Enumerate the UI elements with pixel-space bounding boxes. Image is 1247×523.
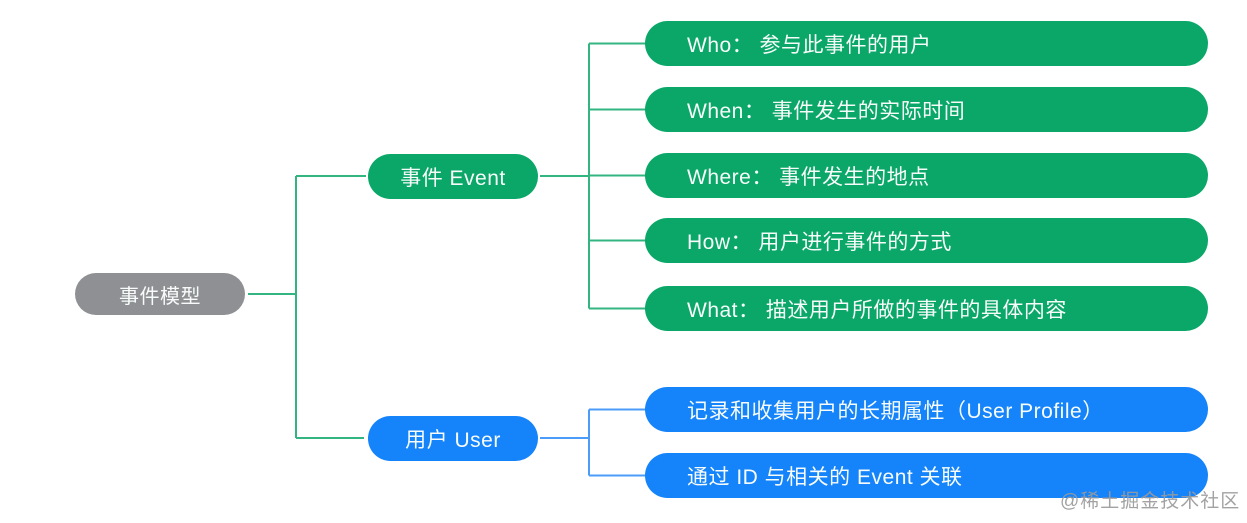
blue-connectors — [540, 408, 646, 477]
root-node-event-model[interactable]: 事件模型 — [75, 273, 245, 315]
child-node-where[interactable]: Where： 事件发生的地点 — [645, 153, 1208, 198]
child-node-what[interactable]: What： 描述用户所做的事件的具体内容 — [645, 286, 1208, 331]
child-node-user-profile[interactable]: 记录和收集用户的长期属性（User Profile） — [645, 387, 1208, 432]
child-node-who[interactable]: Who： 参与此事件的用户 — [645, 21, 1208, 66]
branch-node-event[interactable]: 事件 Event — [368, 154, 538, 199]
child-node-id-event-link[interactable]: 通过 ID 与相关的 Event 关联 — [645, 453, 1208, 498]
green-connectors — [248, 42, 646, 439]
branch-node-user[interactable]: 用户 User — [368, 416, 538, 461]
child-node-when[interactable]: When： 事件发生的实际时间 — [645, 87, 1208, 132]
watermark-juejin: @稀土掘金技术社区 — [1060, 491, 1241, 512]
child-node-how[interactable]: How： 用户进行事件的方式 — [645, 218, 1208, 263]
